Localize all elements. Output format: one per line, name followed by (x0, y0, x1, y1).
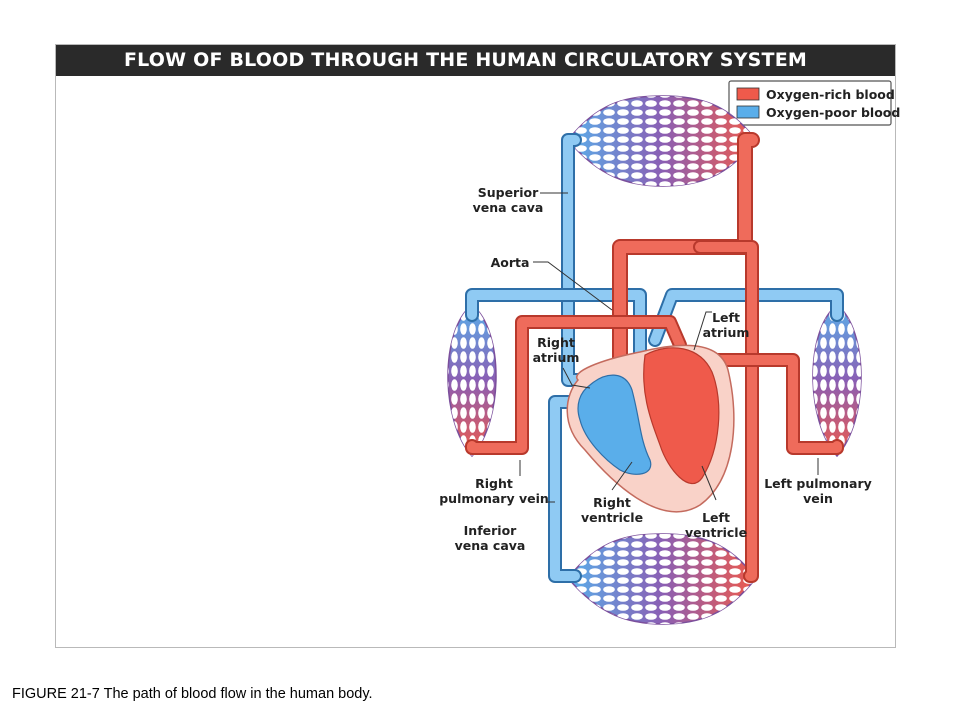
oxygen-rich-vessels (465, 132, 844, 583)
label-superior-vena-cava-1: Superior (478, 185, 539, 200)
label-aorta: Aorta (491, 255, 530, 270)
label-superior-vena-cava-2: vena cava (473, 200, 544, 215)
label-right-atrium-2: atrium (533, 350, 580, 365)
label-right-atrium-1: Right (537, 335, 575, 350)
label-left-pulmonary-vein-2: vein (803, 491, 833, 506)
legend-swatch-oxygen-poor (736, 105, 760, 119)
label-inferior-vena-cava-1: Inferior (464, 523, 518, 538)
legend: Oxygen-rich blood Oxygen-poor blood (728, 80, 900, 126)
label-left-atrium-1: Left (712, 310, 740, 325)
capillary-bed-lower (567, 533, 757, 625)
capillary-bed-upper (567, 95, 757, 187)
legend-label-oxygen-rich: Oxygen-rich blood (766, 87, 895, 102)
capillary-bed-left-lung (447, 304, 497, 458)
figure-caption: FIGURE 21-7 The path of blood flow in th… (12, 686, 373, 702)
label-left-pulmonary-vein-1: Left pulmonary (764, 476, 872, 491)
label-inferior-vena-cava-2: vena cava (455, 538, 526, 553)
label-left-ventricle-2: ventricle (685, 525, 747, 540)
label-right-pulmonary-vein-2: pulmonary vein (439, 491, 549, 506)
legend-label-oxygen-poor: Oxygen-poor blood (766, 105, 900, 120)
right-heart-chambers (577, 374, 652, 475)
heart (566, 344, 735, 513)
diagram-title: FLOW OF BLOOD THROUGH THE HUMAN CIRCULAT… (56, 45, 895, 76)
label-right-pulmonary-vein-1: Right (475, 476, 513, 491)
label-left-ventricle-1: Left (702, 510, 730, 525)
label-left-atrium-2: atrium (703, 325, 750, 340)
legend-swatch-oxygen-rich (736, 87, 760, 101)
labels: Superior vena cava Aorta Left atrium Rig… (439, 185, 872, 553)
capillary-bed-right-lung (812, 304, 862, 458)
leader-lines (519, 192, 819, 503)
label-right-ventricle-1: Right (593, 495, 631, 510)
label-right-ventricle-2: ventricle (581, 510, 643, 525)
left-heart-chambers (643, 347, 720, 485)
